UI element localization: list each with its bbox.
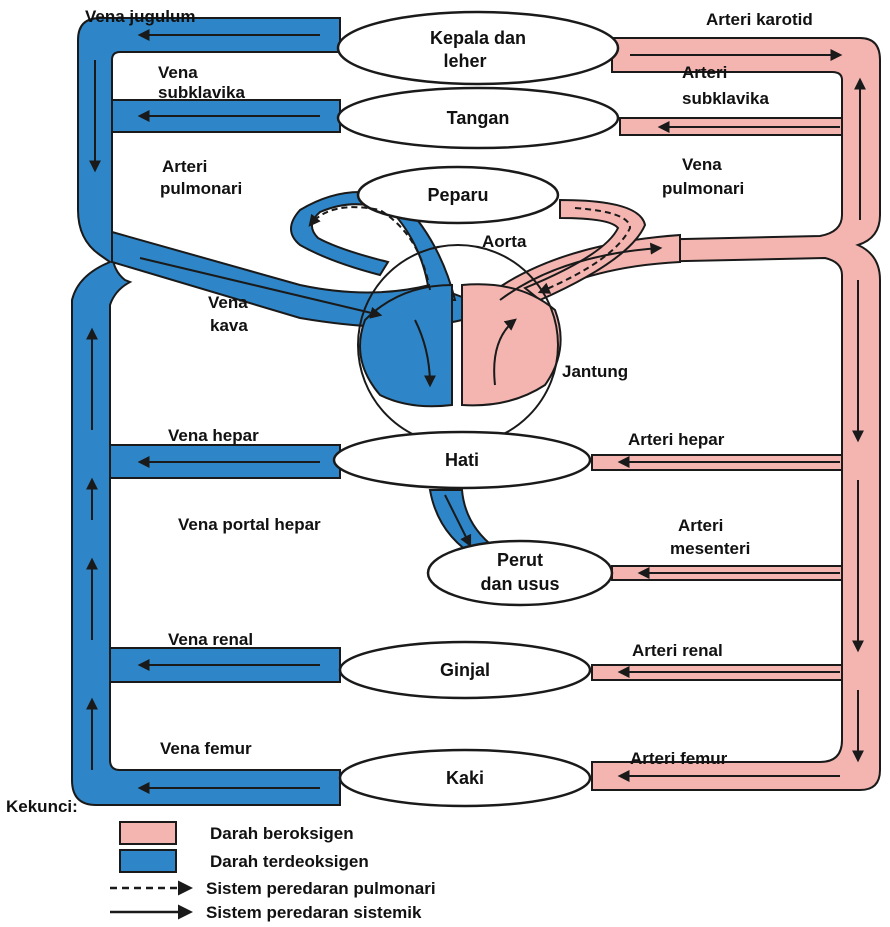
vena-kava-label-2: kava	[210, 316, 248, 335]
legend-deoxygenated-label: Darah terdeoksigen	[210, 852, 369, 871]
vena-subklavika-label-2: subklavika	[158, 83, 245, 102]
arteri-femur-label: Arteri femur	[630, 749, 728, 768]
heart-left-side	[462, 284, 561, 405]
kidney-label: Ginjal	[440, 660, 490, 680]
legend-pulmonary-label: Sistem peredaran pulmonari	[206, 879, 436, 898]
legend-systemic-label: Sistem peredaran sistemik	[206, 903, 422, 922]
vena-kava-label-1: Vena	[208, 293, 248, 312]
vena-hepar-label: Vena hepar	[168, 426, 259, 445]
vena-subklavika-label-1: Vena	[158, 63, 198, 82]
gut-label-line2: dan usus	[480, 574, 559, 594]
leg-label: Kaki	[446, 768, 484, 788]
arteri-karotid-label: Arteri karotid	[706, 10, 813, 29]
arteri-renal-label: Arteri renal	[632, 641, 723, 660]
vena-renal-label: Vena renal	[168, 630, 253, 649]
arteri-mesenteri-label-2: mesenteri	[670, 539, 750, 558]
arteri-pulmonari-label-2: pulmonari	[160, 179, 242, 198]
aorta-label: Aorta	[482, 232, 527, 251]
vena-femur-label: Vena femur	[160, 739, 252, 758]
legend: Kekunci: Darah beroksigen Darah terdeoks…	[6, 797, 436, 922]
head-organ	[338, 12, 618, 84]
vena-jugulum-label: Vena jugulum	[85, 7, 196, 26]
legend-oxygenated-label: Darah beroksigen	[210, 824, 354, 843]
organs	[334, 12, 618, 806]
vena-pulmonari-label-1: Vena	[682, 155, 722, 174]
vena-portal-hepar-label: Vena portal hepar	[178, 515, 321, 534]
legend-title: Kekunci:	[6, 797, 78, 816]
heart-label: Jantung	[562, 362, 628, 381]
arteri-hepar-label: Arteri hepar	[628, 430, 725, 449]
vena-pulmonari-label-2: pulmonari	[662, 179, 744, 198]
vena-main-trunk-left	[72, 18, 340, 805]
legend-swatch-deoxygenated	[120, 850, 176, 872]
lungs-label: Peparu	[427, 185, 488, 205]
arteri-subklavika-label-2: subklavika	[682, 89, 769, 108]
legend-swatch-oxygenated	[120, 822, 176, 844]
arteri-pulmonari-label-1: Arteri	[162, 157, 207, 176]
arteri-subklavika-label-1: Arteri	[682, 63, 727, 82]
arteri-mesenteri-label-1: Arteri	[678, 516, 723, 535]
gut-label-line1: Perut	[497, 550, 543, 570]
arm-label: Tangan	[447, 108, 510, 128]
head-label-line2: leher	[443, 51, 486, 71]
head-label-line1: Kepala dan	[430, 28, 526, 48]
liver-label: Hati	[445, 450, 479, 470]
